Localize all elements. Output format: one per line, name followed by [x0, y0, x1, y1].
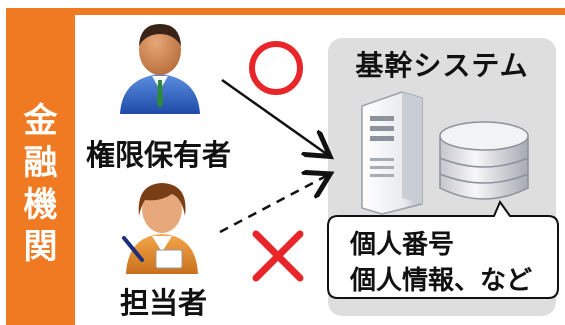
- allowed-circle-mark: [249, 41, 303, 95]
- callout-line-my-number: 個人番号: [350, 230, 455, 260]
- side-char-3: 機: [23, 185, 58, 225]
- denied-cross-mark: [252, 230, 304, 282]
- callout-line-personal-info: 個人情報、など: [350, 266, 533, 296]
- staff-person-label: 担当者: [120, 286, 208, 320]
- core-system-title: 基幹システム: [355, 49, 529, 82]
- allowed-access-arrow: [221, 78, 328, 155]
- side-char-4: 関: [23, 227, 58, 267]
- top-accent-bar: [75, 8, 565, 15]
- denied-access-arrow: [219, 175, 328, 234]
- side-char-1: 金: [23, 101, 58, 141]
- database-icon: [439, 121, 529, 200]
- financial-institution-bar: 金 融 機 関: [6, 8, 75, 325]
- financial-institution-label: 金 融 機 関: [6, 100, 75, 268]
- side-char-2: 融: [23, 143, 58, 183]
- server-icon: [361, 91, 423, 215]
- personal-info-callout: [327, 199, 559, 299]
- staff-person-icon: [122, 183, 198, 274]
- authorized-person-label: 権限保有者: [86, 138, 232, 172]
- authorized-person-icon: [120, 24, 200, 114]
